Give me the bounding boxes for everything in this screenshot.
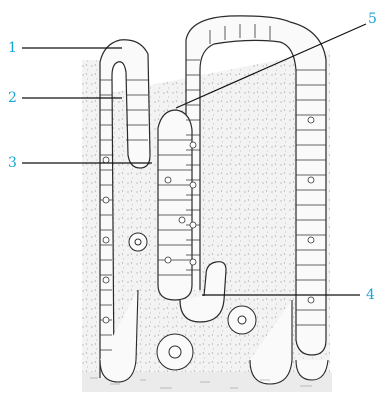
label-4: 4	[366, 288, 375, 302]
label-2: 2	[8, 91, 17, 105]
label-1: 1	[8, 41, 17, 55]
label-3: 3	[8, 156, 17, 170]
label-5: 5	[368, 12, 377, 26]
villus-center	[158, 110, 192, 300]
